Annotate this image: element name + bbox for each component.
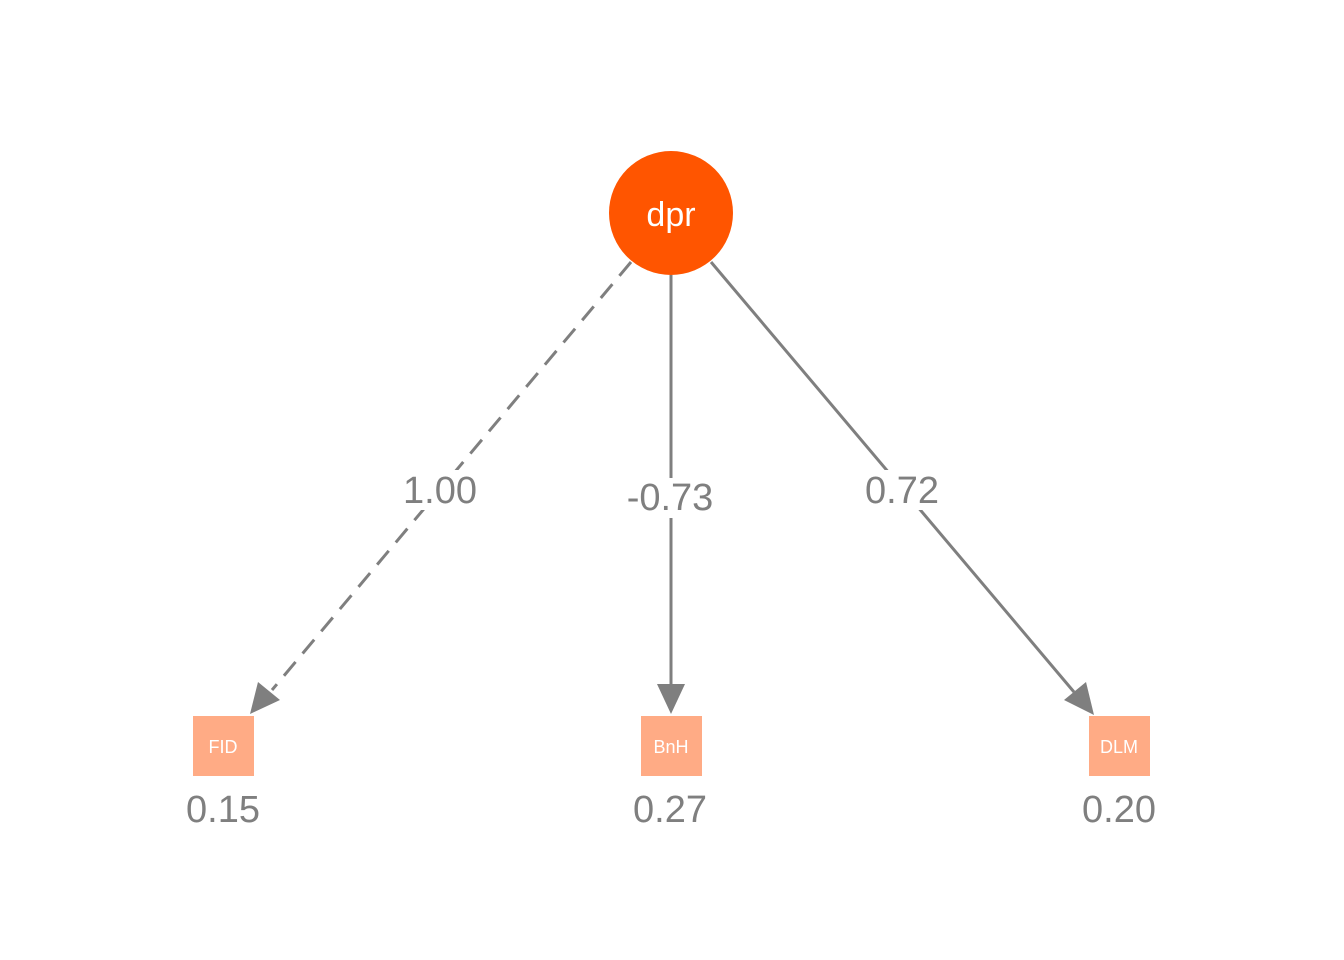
loading-label-dlm-group: 0.72 [860, 470, 944, 512]
latent-node-dpr: dpr [609, 151, 733, 275]
edge-line-fid [270, 261, 633, 691]
loading-label-fid: 1.00 [403, 470, 477, 512]
manifest-box-bnh [641, 716, 702, 776]
residual-label-bnh: 0.27 [633, 789, 707, 831]
arrowhead-bnh [657, 684, 685, 714]
arrowhead-dlm [1064, 682, 1094, 715]
residual-label-dlm: 0.20 [1082, 789, 1156, 831]
manifest-node-fid: FID [193, 716, 254, 776]
latent-circle [609, 151, 733, 275]
manifest-label-dlm: DLM [1100, 737, 1138, 757]
loading-label-bnh: -0.73 [627, 477, 714, 519]
manifest-node-dlm: DLM [1089, 716, 1150, 776]
loading-label-bnh-group: -0.73 [627, 477, 714, 519]
loading-label-fid-group: 1.00 [398, 470, 482, 512]
residual-label-fid: 0.15 [186, 789, 260, 831]
manifest-label-fid: FID [209, 737, 238, 757]
edge-dpr-fid [250, 261, 633, 714]
loading-label-dlm: 0.72 [865, 470, 939, 512]
manifest-label-bnh: BnH [653, 737, 688, 757]
arrowhead-fid [250, 682, 280, 714]
latent-label: dpr [646, 196, 695, 234]
manifest-box-dlm [1089, 716, 1150, 776]
manifest-node-bnh: BnH [641, 716, 702, 776]
manifest-box-fid [193, 716, 254, 776]
